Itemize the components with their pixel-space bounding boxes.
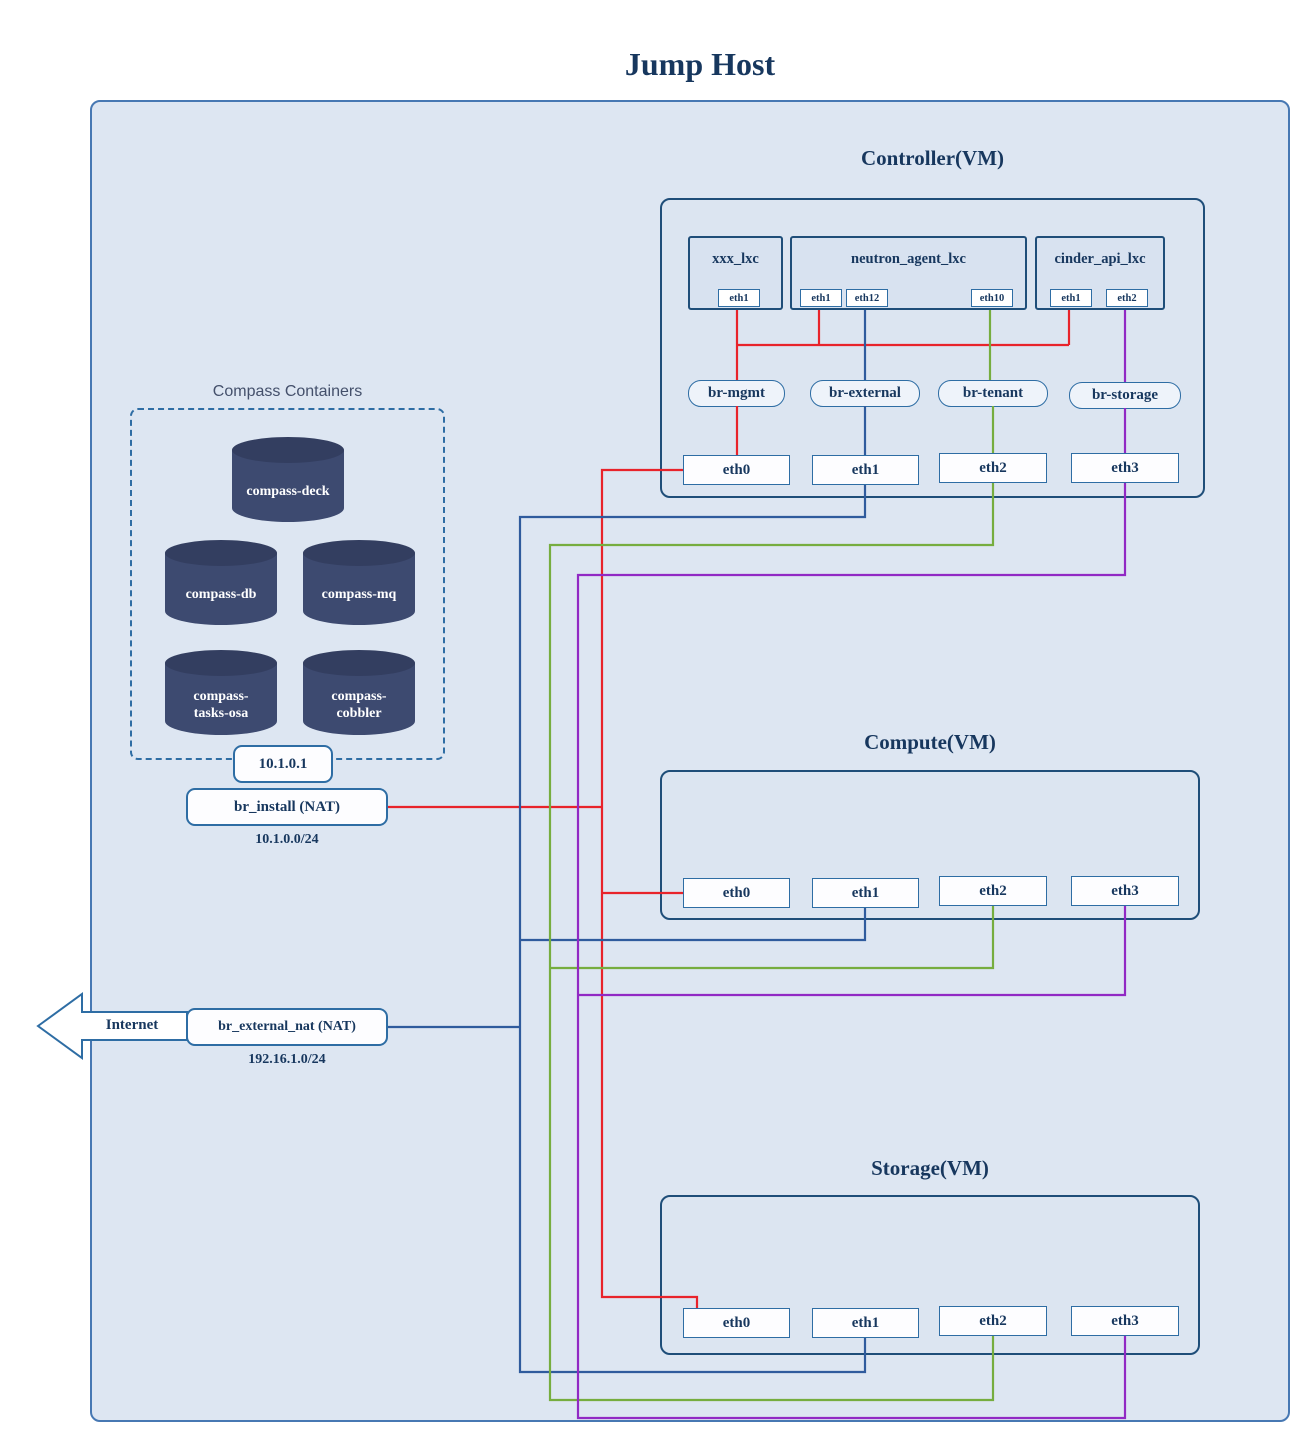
cinder-port-eth1: eth1 xyxy=(1050,289,1092,307)
storage-vm-label: Storage(VM) xyxy=(871,1156,989,1180)
compass-mq-cylinder: compass-mq xyxy=(303,540,415,625)
controller-nic-eth0: eth0 xyxy=(683,455,790,485)
neutron-agent-lxc-box: neutron_agent_lxc eth1 eth12 eth10 xyxy=(790,236,1027,310)
compass-containers-label: Compass Containers xyxy=(212,383,363,400)
storage-nic-eth1: eth1 xyxy=(812,1308,919,1338)
compass-mq-label: compass-mq xyxy=(321,587,397,603)
compass-deck-cylinder: compass-deck xyxy=(232,437,344,522)
compute-nic-eth3: eth3 xyxy=(1071,876,1179,906)
compass-tasks-osa-cylinder: compass-tasks-osa xyxy=(165,650,277,735)
install-subnet-label: 10.1.0.0/24 xyxy=(255,832,319,847)
compass-tasks-osa-label: compass-tasks-osa xyxy=(193,688,249,722)
storage-nic-eth3: eth3 xyxy=(1071,1306,1179,1336)
xxx-lxc-port-eth1: eth1 xyxy=(718,289,760,307)
xxx-lxc-box: xxx_lxc eth1 xyxy=(688,236,783,310)
internet-label: Internet xyxy=(105,1017,159,1033)
compute-nic-eth0: eth0 xyxy=(683,878,790,908)
compute-vm-label: Compute(VM) xyxy=(864,730,996,754)
br-external-nat-box: br_external_nat (NAT) xyxy=(186,1008,388,1046)
compass-db-cylinder: compass-db xyxy=(165,540,277,625)
cinder-api-lxc-name: cinder_api_lxc xyxy=(1054,251,1146,267)
cylinder-top-ellipse xyxy=(232,437,344,463)
compass-cobbler-label: compass-cobbler xyxy=(331,688,387,722)
cylinder-top-ellipse xyxy=(303,650,415,676)
controller-nic-eth2: eth2 xyxy=(939,453,1047,483)
br-external-bridge: br-external xyxy=(810,380,920,407)
cinder-port-eth2: eth2 xyxy=(1106,289,1148,307)
neutron-port-eth12: eth12 xyxy=(846,289,888,307)
neutron-port-eth1: eth1 xyxy=(800,289,842,307)
controller-vm-label: Controller(VM) xyxy=(860,146,1005,170)
compass-db-label: compass-db xyxy=(185,587,257,603)
compute-nic-eth2: eth2 xyxy=(939,876,1047,906)
cylinder-top-ellipse xyxy=(303,540,415,566)
compass-cobbler-cylinder: compass-cobbler xyxy=(303,650,415,735)
br-storage-bridge: br-storage xyxy=(1069,382,1181,409)
cylinder-top-ellipse xyxy=(165,650,277,676)
external-subnet-label: 192.16.1.0/24 xyxy=(248,1052,326,1067)
controller-nic-eth3: eth3 xyxy=(1071,453,1179,483)
br-tenant-bridge: br-tenant xyxy=(938,380,1048,407)
cylinder-top-ellipse xyxy=(165,540,277,566)
neutron-agent-lxc-name: neutron_agent_lxc xyxy=(851,251,966,267)
neutron-port-eth10: eth10 xyxy=(971,289,1013,307)
cinder-api-lxc-box: cinder_api_lxc eth1 eth2 xyxy=(1035,236,1165,310)
diagram-title: Jump Host xyxy=(624,46,776,82)
storage-nic-eth0: eth0 xyxy=(683,1308,790,1338)
storage-nic-eth2: eth2 xyxy=(939,1306,1047,1336)
br-install-nat-box: br_install (NAT) xyxy=(186,788,388,826)
controller-nic-eth1: eth1 xyxy=(812,455,919,485)
compass-deck-label: compass-deck xyxy=(246,484,330,500)
compute-nic-eth1: eth1 xyxy=(812,878,919,908)
install-ip-box: 10.1.0.1 xyxy=(233,745,333,783)
xxx-lxc-name: xxx_lxc xyxy=(712,251,759,267)
br-mgmt-bridge: br-mgmt xyxy=(688,380,785,407)
